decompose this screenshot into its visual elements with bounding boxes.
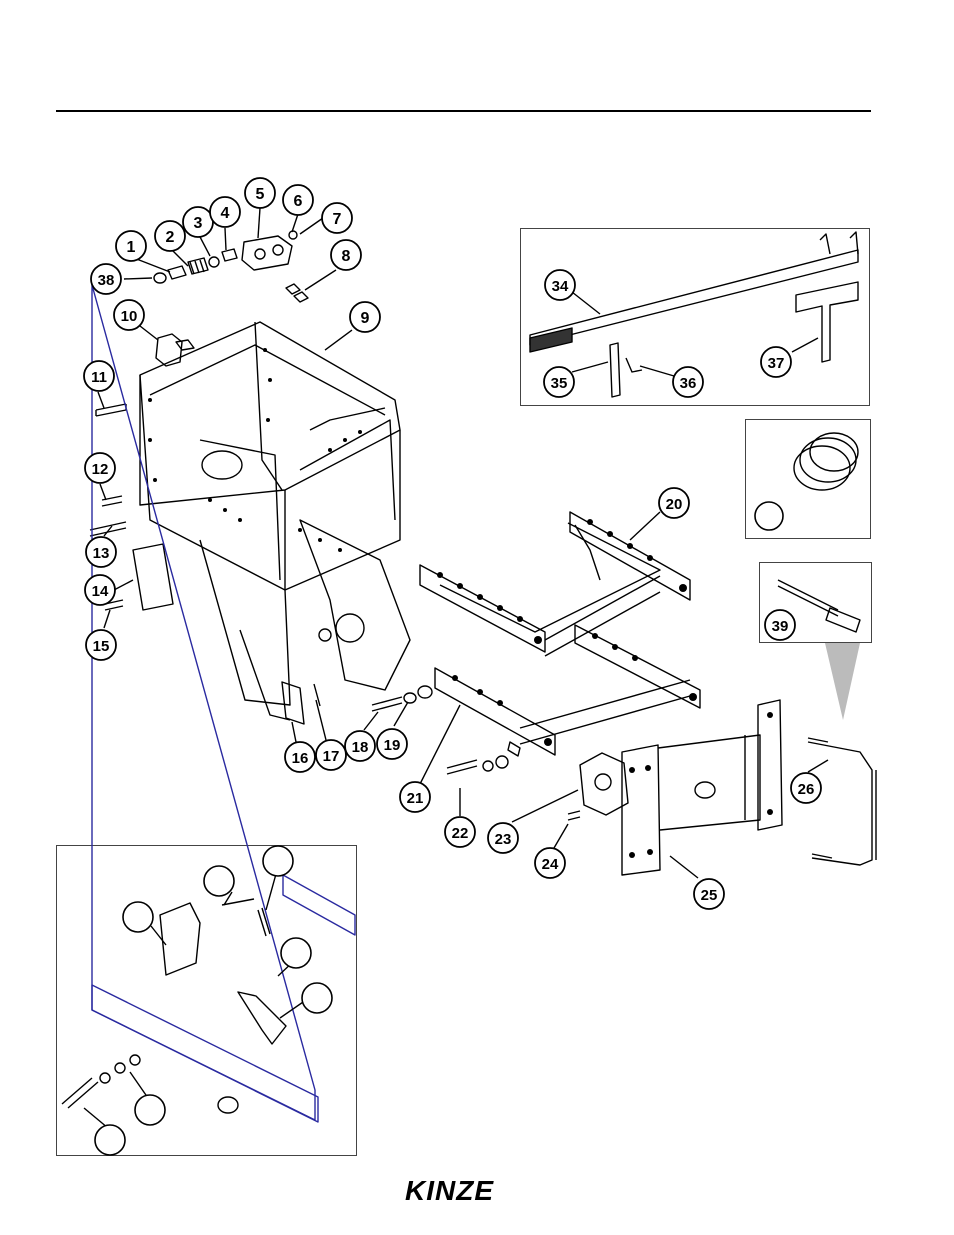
blank-callout-latch-2 [204,866,234,896]
blank-callout-latch-5 [302,983,332,1013]
blank-callout-latch-1 [123,902,153,932]
blank-callout-latch-7 [95,1125,125,1155]
blank-callout-latch-6 [135,1095,165,1125]
logo-text: KINZE [405,1175,494,1205]
blank-callout-bushing [755,502,783,530]
kinze-logo: KINZE [403,1175,521,1210]
blank-callout-latch-3 [263,846,293,876]
blank-callout-latch-4 [281,938,311,968]
